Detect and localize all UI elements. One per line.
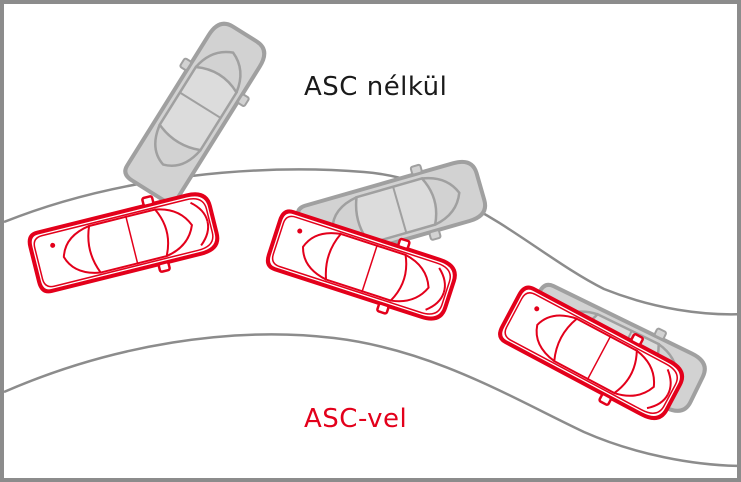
road-edge-lower (4, 333, 737, 468)
asc-car-left (23, 180, 225, 304)
label-without-asc: ASC nélkül (304, 72, 448, 102)
ghost-car-left (113, 11, 279, 213)
road-scene (4, 11, 737, 468)
label-with-asc: ASC-vel (304, 404, 408, 434)
